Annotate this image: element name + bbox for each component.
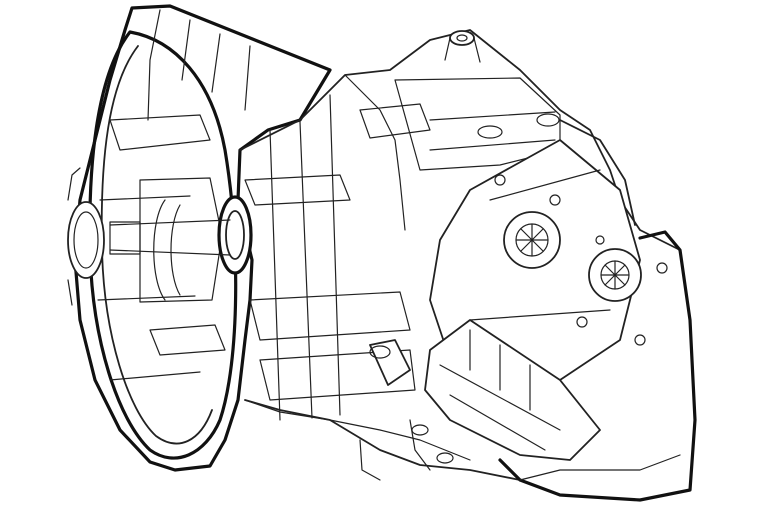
end-cover xyxy=(498,119,697,502)
lower-case xyxy=(244,399,471,481)
bell-housing xyxy=(73,4,332,472)
drain-plug xyxy=(369,339,411,386)
selector-motor xyxy=(424,319,601,461)
main-case xyxy=(239,29,696,501)
top-mounting-boss xyxy=(444,30,481,63)
input-shaft-seal xyxy=(67,167,105,306)
release-bearing xyxy=(109,195,253,275)
